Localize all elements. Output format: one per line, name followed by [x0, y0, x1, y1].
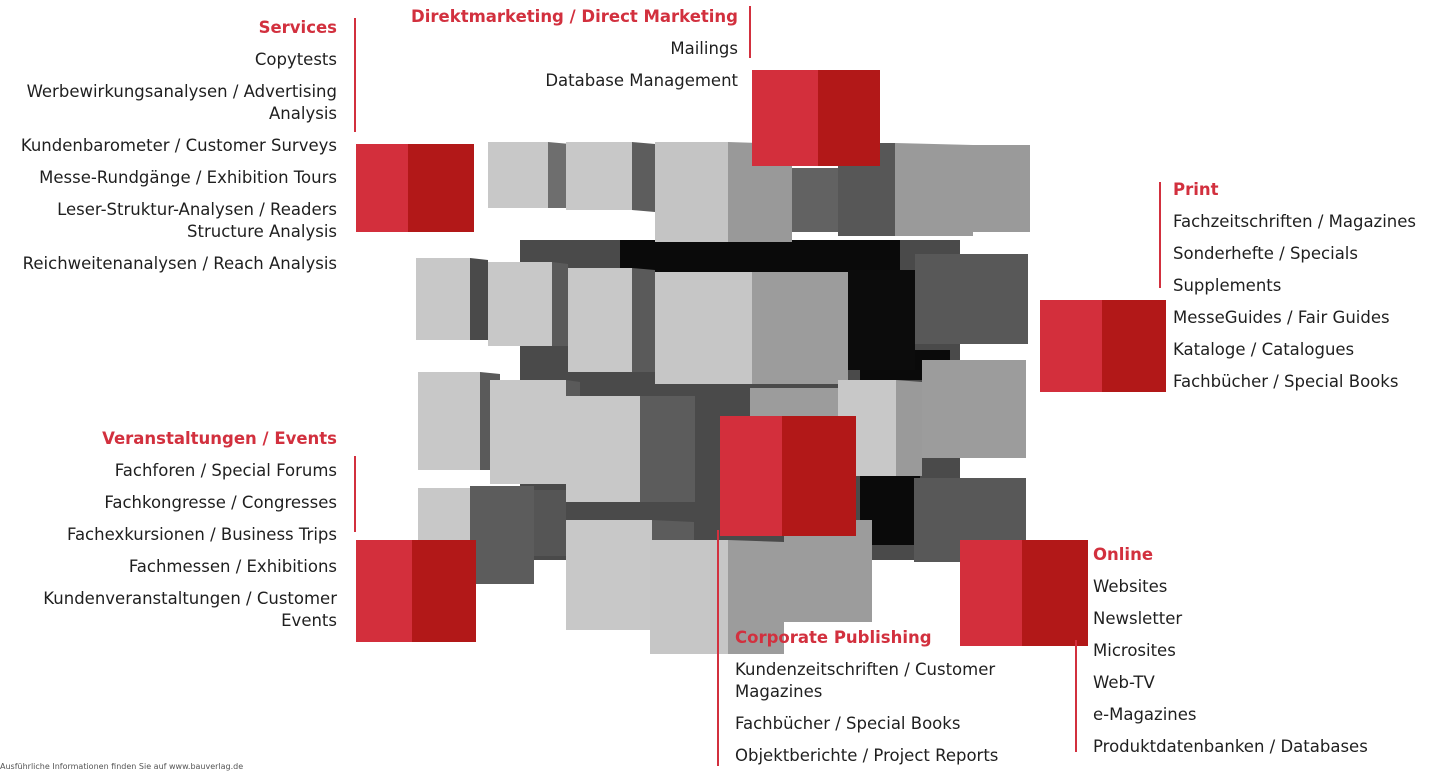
- print-item: Sonderhefte / Specials: [1173, 244, 1358, 263]
- grey-cube: [418, 372, 500, 470]
- print-item: MesseGuides / Fair Guides: [1173, 308, 1390, 327]
- corporate-publishing-item: Fachbücher / Special Books: [735, 714, 961, 733]
- print-item: Supplements: [1173, 276, 1282, 295]
- grey-cube: [488, 262, 568, 346]
- print-divider: [1159, 182, 1161, 288]
- online-item: Microsites: [1093, 641, 1176, 660]
- online-item: Newsletter: [1093, 609, 1183, 628]
- services-item: Reichweitenanalysen / Reach Analysis: [22, 254, 337, 273]
- services-item: Copytests: [254, 50, 337, 69]
- grey-cube: [534, 490, 566, 556]
- grey-cube: [566, 396, 695, 502]
- print-group: Print Fachzeitschriften / Magazines Sond…: [1173, 174, 1445, 398]
- online-item: Produktdatenbanken / Databases: [1093, 737, 1368, 756]
- online-divider: [1075, 640, 1077, 752]
- corporate-publishing-group: Corporate Publishing Kundenzeitschriften…: [735, 622, 1035, 772]
- online-heading: Online: [1093, 545, 1154, 564]
- red-cube-direct-marketing: [752, 70, 880, 166]
- grey-cube: [650, 540, 784, 654]
- grey-cube: [655, 142, 792, 242]
- events-group: Veranstaltungen / Events Fachforen / Spe…: [0, 423, 337, 637]
- corporate-publishing-item: Kundenzeitschriften / Customer Magazines: [735, 660, 996, 701]
- online-item: Web-TV: [1093, 673, 1155, 692]
- grey-cube: [784, 520, 872, 622]
- direct-marketing-heading: Direktmarketing / Direct Marketing: [411, 7, 738, 26]
- online-group: Online Websites Newsletter Microsites We…: [1093, 539, 1445, 763]
- online-item: Websites: [1093, 577, 1168, 596]
- footnote: Ausführliche Informationen finden Sie au…: [0, 762, 244, 771]
- print-heading: Print: [1173, 180, 1219, 199]
- red-cube-events: [356, 540, 476, 642]
- direct-marketing-item: Mailings: [670, 39, 738, 58]
- events-heading: Veranstaltungen / Events: [102, 429, 337, 448]
- events-item: Fachforen / Special Forums: [114, 461, 337, 480]
- services-item: Messe-Rundgänge / Exhibition Tours: [39, 168, 337, 187]
- events-item: Fachexkursionen / Business Trips: [66, 525, 337, 544]
- corporate-publishing-divider: [717, 530, 719, 766]
- corporate-publishing-item: Objektberichte / Project Reports: [735, 746, 999, 765]
- grey-cube: [418, 486, 534, 584]
- services-item: Leser-Struktur-Analysen / Readers Struct…: [57, 200, 337, 241]
- services-heading: Services: [258, 18, 337, 37]
- grey-cube: [848, 270, 915, 370]
- red-cube-corporate-publishing: [720, 416, 856, 536]
- grey-cube: [488, 142, 570, 208]
- corporate-publishing-heading: Corporate Publishing: [735, 628, 932, 647]
- print-item: Fachbücher / Special Books: [1173, 372, 1399, 391]
- events-item: Kundenveranstaltungen / Customer Events: [43, 589, 337, 630]
- red-cube-online: [960, 540, 1088, 646]
- grey-cube: [416, 258, 488, 340]
- direct-marketing-divider: [749, 6, 751, 58]
- direct-marketing-group: Direktmarketing / Direct Marketing Maili…: [380, 1, 738, 97]
- grey-cube: [838, 143, 973, 236]
- grey-cube: [655, 272, 848, 384]
- services-group: Services Copytests Werbewirkungsanalysen…: [0, 12, 337, 280]
- services-item: Werbewirkungsanalysen / Advertising Anal…: [26, 82, 337, 123]
- online-item: e-Magazines: [1093, 705, 1197, 724]
- events-item: Fachkongresse / Congresses: [104, 493, 337, 512]
- grey-cube: [792, 168, 838, 232]
- direct-marketing-item: Database Management: [545, 71, 738, 90]
- events-divider: [354, 456, 356, 532]
- services-divider: [354, 18, 356, 132]
- grey-cube: [922, 360, 1026, 458]
- print-item: Fachzeitschriften / Magazines: [1173, 212, 1417, 231]
- grey-cube: [973, 145, 1030, 232]
- events-item: Fachmessen / Exhibitions: [128, 557, 337, 576]
- red-cube-print: [1040, 300, 1166, 392]
- grey-cube: [915, 254, 1028, 344]
- grey-cube: [566, 142, 655, 212]
- print-item: Kataloge / Catalogues: [1173, 340, 1355, 359]
- services-item: Kundenbarometer / Customer Surveys: [20, 136, 337, 155]
- red-cube-services: [356, 144, 474, 232]
- grey-cube: [568, 268, 655, 372]
